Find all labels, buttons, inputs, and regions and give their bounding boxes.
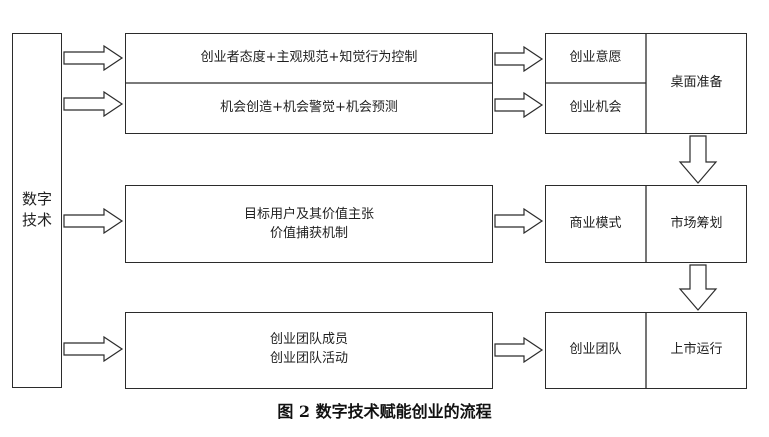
arrow-row3-to-team	[494, 336, 544, 364]
stage-business-model-label: 商业模式	[569, 216, 622, 231]
factor-row1-top-text: 创业者态度+主观规范+知觉行为控制	[200, 50, 418, 65]
factor-box-row2	[125, 185, 493, 263]
factor-row2-line1: 目标用户及其价值主张	[243, 207, 374, 222]
arrow-row1b-to-opportunity	[494, 91, 544, 119]
stage-opportunity-label: 创业机会	[569, 100, 622, 115]
arrow-tech-to-row1a	[63, 44, 124, 72]
arrow-tech-to-row1b	[63, 90, 124, 118]
factor-box-row3	[125, 312, 493, 389]
arrow-row2-to-business-model	[494, 207, 544, 235]
stage-preparation-label: 桌面准备	[670, 75, 723, 90]
digital-tech-box	[12, 33, 62, 388]
factor-row2-line2: 价值捕获机制	[269, 226, 348, 241]
stage-intention-label: 创业意愿	[569, 50, 622, 65]
arrow-tech-to-row2	[63, 207, 124, 235]
factor-row3-line1: 创业团队成员	[269, 332, 348, 347]
digital-tech-label-line2: 技术	[21, 211, 52, 229]
arrow-down-marketing-to-launch	[678, 264, 718, 311]
stage-marketing-label: 市场筹划	[670, 216, 723, 231]
arrow-row1a-to-intention	[494, 45, 544, 73]
factor-row3-line2: 创业团队活动	[269, 351, 348, 366]
stage-team-label: 创业团队	[569, 342, 622, 357]
arrow-tech-to-row3	[63, 335, 124, 363]
stage-launch-label: 上市运行	[670, 342, 723, 357]
arrow-down-prep-to-marketing	[678, 135, 718, 184]
figure-caption: 图 2 数字技术赋能创业的流程	[277, 402, 492, 421]
digital-tech-label-line1: 数字	[21, 190, 52, 208]
factor-row1-bottom-text: 机会创造+机会警觉+机会预测	[220, 100, 398, 115]
